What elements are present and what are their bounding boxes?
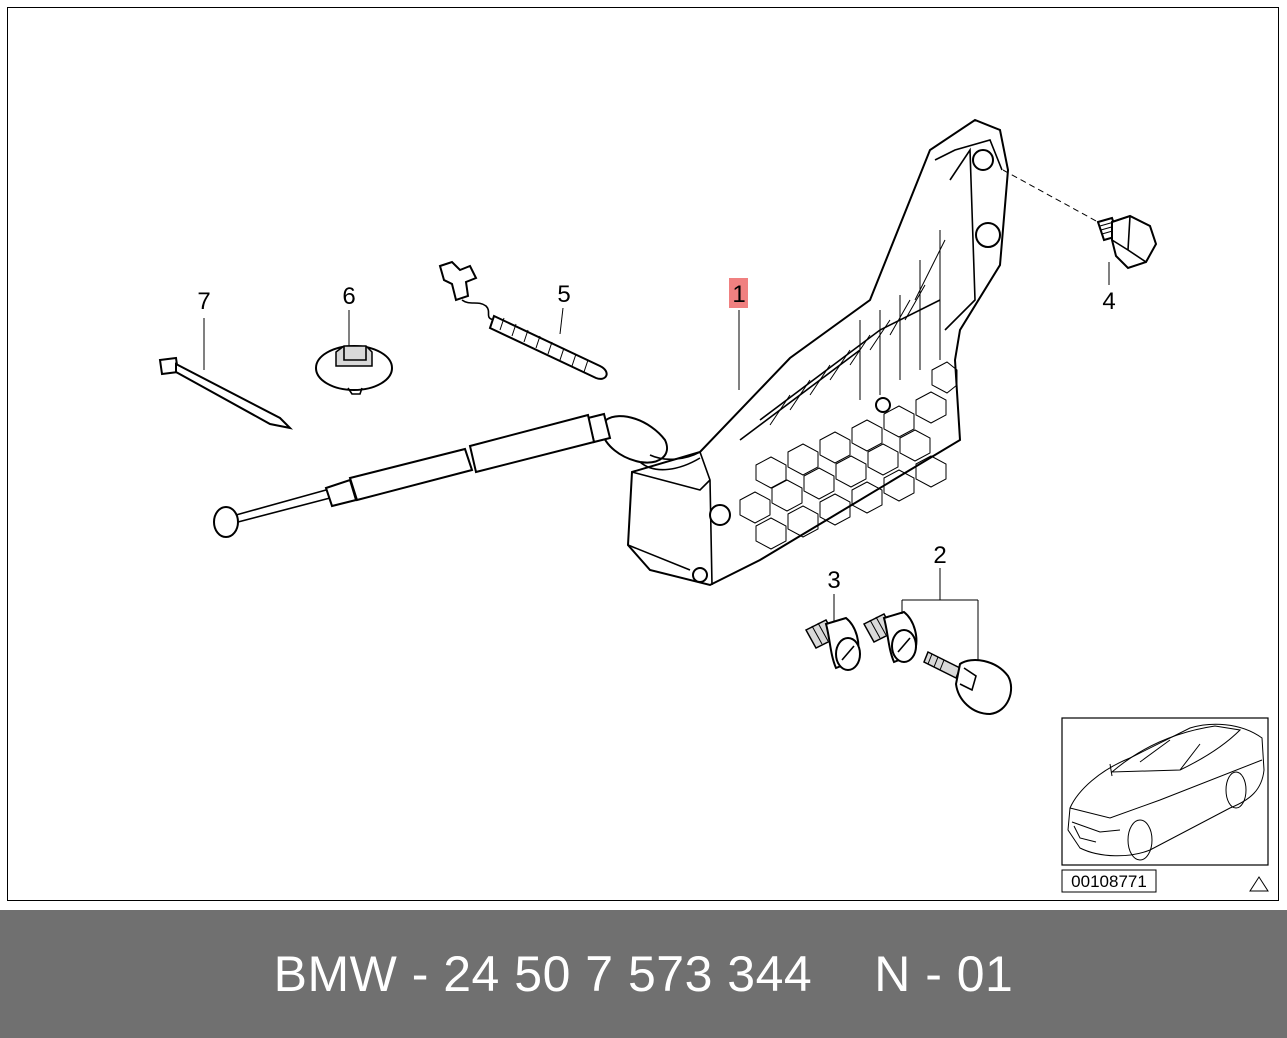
callout-7[interactable]: 7 (197, 288, 210, 315)
vehicle-inset: 00108771 (1061, 717, 1269, 893)
inset-image-number: 00108771 (1071, 872, 1147, 891)
caption-text: BMW - 24 50 7 573 344 N - 01 (274, 945, 1014, 1003)
caption-bar: BMW - 24 50 7 573 344 N - 01 (0, 910, 1287, 1038)
part-5-holder-strap[interactable] (438, 260, 608, 380)
part-7-cable-tie[interactable] (158, 318, 294, 430)
cable-assembly[interactable] (213, 412, 701, 538)
callout-1-highlight (729, 278, 748, 308)
warning-triangle-icon (1249, 876, 1269, 892)
part-1-bracket[interactable] (626, 118, 1010, 587)
car-silhouette (1067, 723, 1265, 861)
part-3-lock-cylinder[interactable] (804, 594, 861, 671)
diagram-code-text: N - 01 (874, 946, 1014, 1002)
callout-3[interactable]: 3 (827, 567, 840, 594)
part-2-lock-with-key[interactable] (862, 568, 1013, 716)
callout-4[interactable]: 4 (1102, 288, 1115, 315)
callout-6[interactable]: 6 (342, 283, 355, 310)
callout-2[interactable]: 2 (933, 542, 946, 569)
part-6-clip[interactable] (315, 310, 393, 395)
callout-5[interactable]: 5 (557, 281, 570, 308)
parts-diagram: 1 2 3 4 5 6 7 00108771 (158, 118, 1269, 893)
part-number-text: BMW - 24 50 7 573 344 (273, 946, 813, 1002)
part-4-bolt[interactable] (1002, 169, 1158, 285)
callout-1[interactable]: 1 (732, 281, 745, 308)
